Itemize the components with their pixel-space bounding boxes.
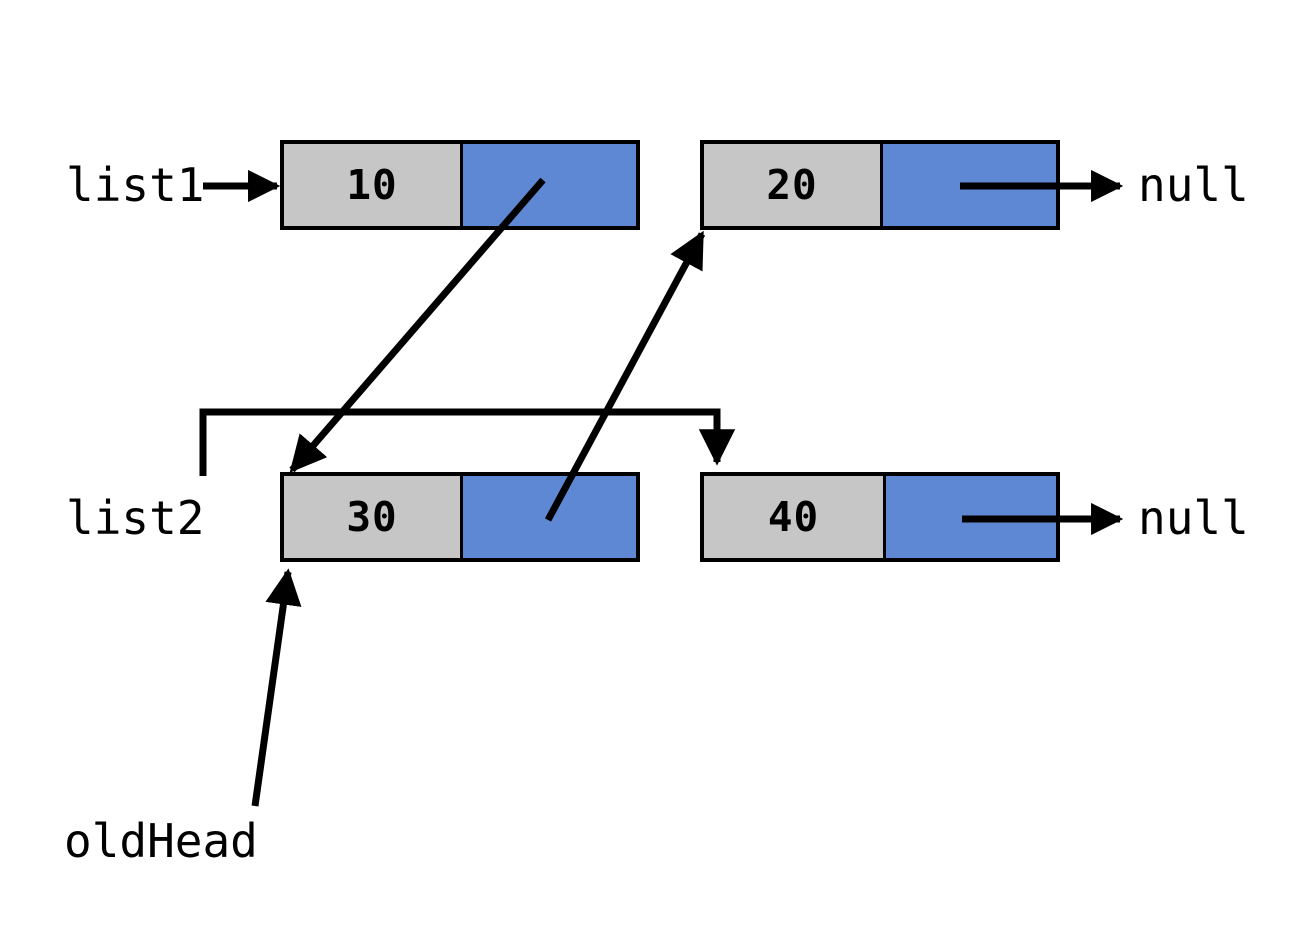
label-list2: list2 [66, 491, 205, 545]
node-30-value: 30 [346, 492, 398, 541]
node-20-data-cell: 20 [704, 144, 883, 226]
node-40-pointer-cell [886, 476, 1056, 558]
label-list1: list1 [66, 158, 205, 212]
node-30: 30 [280, 472, 640, 562]
node-20: 20 [700, 140, 1060, 230]
label-oldhead: oldHead [64, 814, 258, 868]
edge-list2-to-node40 [199, 408, 736, 476]
edge-oldhead-to-node30 [251, 568, 302, 807]
node-10-data-cell: 10 [284, 144, 463, 226]
node-20-value: 20 [766, 160, 818, 209]
node-10-value: 10 [346, 160, 398, 209]
node-40-data-cell: 40 [704, 476, 886, 558]
label-null-bottom: null [1138, 491, 1249, 545]
label-null-top: null [1138, 158, 1249, 212]
node-30-pointer-cell [463, 476, 636, 558]
node-40: 40 [700, 472, 1060, 562]
node-40-value: 40 [767, 492, 820, 541]
node-10: 10 [280, 140, 640, 230]
node-30-data-cell: 30 [284, 476, 463, 558]
node-20-pointer-cell [883, 144, 1056, 226]
node-10-pointer-cell [463, 144, 636, 226]
